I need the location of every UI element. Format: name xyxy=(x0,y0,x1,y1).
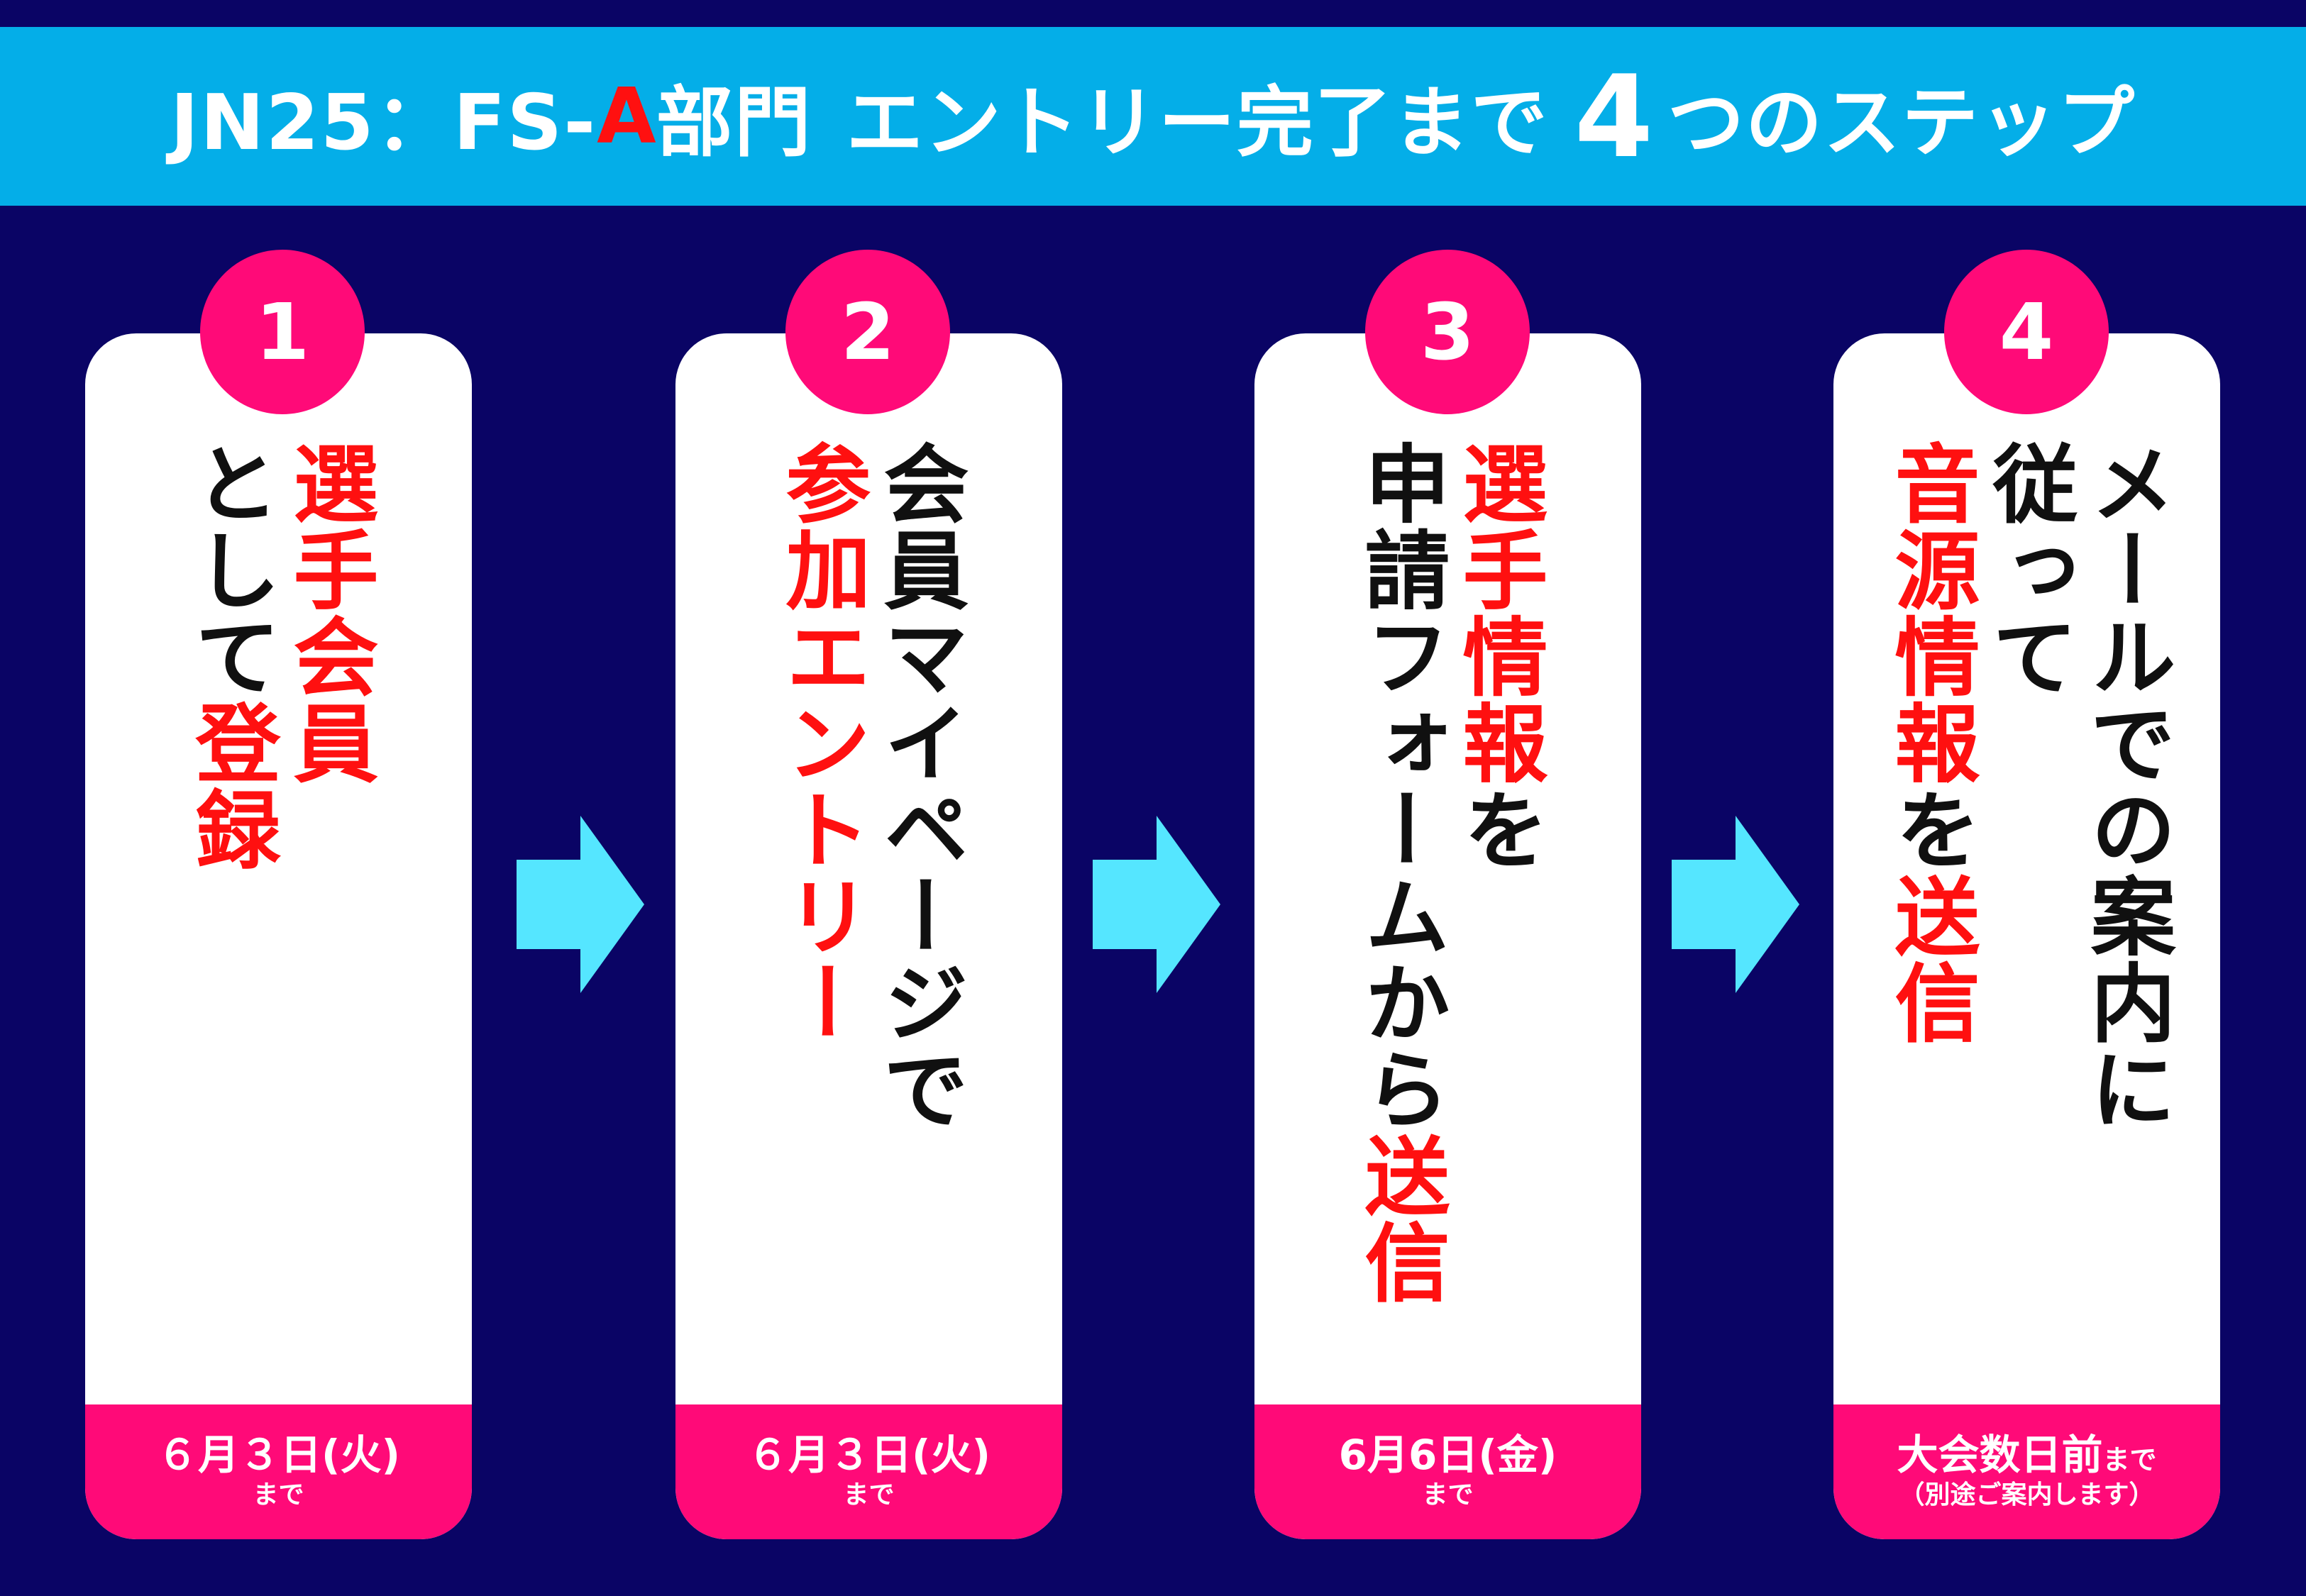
step-2-card: 会員マイページで参加エントリー ６月３日(火) まで xyxy=(675,333,1062,1539)
title-accent: A xyxy=(597,72,656,161)
arrow-right-icon xyxy=(1672,816,1799,993)
step-4-card: メールでの案内に従って音源情報を送信 大会数日前まで （別途ご案内します） xyxy=(1833,333,2220,1539)
step-text-column: 会員マイページで xyxy=(869,440,968,1132)
step-3-card: 選手情報を申請フォームから送信 6月6日(金) まで xyxy=(1254,333,1641,1539)
title-division: 部門 xyxy=(656,79,812,167)
step-text-column: 申請フォームから送信 xyxy=(1350,440,1449,1305)
step-text: を xyxy=(1447,786,1547,872)
step-text-column: 参加エントリー xyxy=(771,440,870,1046)
step-text-highlight: 送信 xyxy=(1880,872,1979,1046)
title-end: つのステップ xyxy=(1667,79,2136,167)
step-text: 従って xyxy=(1977,440,2077,699)
step-text-column: 選手会員 xyxy=(279,440,377,786)
step-3-badge: 3 xyxy=(1365,250,1530,414)
step-text-column: 従って xyxy=(1978,440,2077,699)
step-text: メールでの案内に xyxy=(2075,440,2175,1132)
step-body: メールでの案内に従って音源情報を送信 xyxy=(1833,440,2220,1404)
step-number: 3 xyxy=(1420,287,1475,377)
deadline-sub: まで xyxy=(1422,1480,1474,1509)
deadline-sub: （別途ご案内します） xyxy=(1899,1480,2155,1509)
step-body: 選手会員として登録 xyxy=(85,440,472,1404)
deadline-date: ６月３日(火) xyxy=(156,1431,401,1480)
step-body: 選手情報を申請フォームから送信 xyxy=(1254,440,1641,1404)
title-number: 4 xyxy=(1574,50,1654,183)
step-number: 1 xyxy=(255,287,310,377)
step-deadline: ６月３日(火) まで xyxy=(85,1404,472,1539)
step-1-card: 選手会員として登録 ６月３日(火) まで xyxy=(85,333,472,1539)
step-text-highlight: 参加エントリー xyxy=(771,440,870,1046)
step-deadline: ６月３日(火) まで xyxy=(675,1404,1062,1539)
deadline-date-suffix: まで xyxy=(2102,1444,2157,1476)
step-number: 4 xyxy=(1999,287,2054,377)
step-text-highlight: 登録 xyxy=(180,699,280,872)
step-text: を xyxy=(1880,786,1979,872)
step-text: として xyxy=(180,440,280,699)
step-1-badge: 1 xyxy=(200,250,365,414)
deadline-sub: まで xyxy=(843,1480,895,1509)
deadline-date-main: 大会数日前 xyxy=(1897,1431,2103,1480)
step-text: 会員マイページで xyxy=(868,440,968,1132)
deadline-sub: まで xyxy=(253,1480,304,1509)
title-after: エントリー完了まで xyxy=(846,79,1549,167)
deadline-date: ６月３日(火) xyxy=(746,1431,991,1480)
step-text-highlight: 選手会員 xyxy=(278,440,377,786)
step-2-badge: 2 xyxy=(785,250,950,414)
step-text-highlight: 音源情報 xyxy=(1880,440,1979,786)
deadline-date: 6月6日(金) xyxy=(1338,1431,1557,1480)
step-number: 2 xyxy=(840,287,895,377)
step-text-highlight: 送信 xyxy=(1350,1132,1449,1305)
arrow-right-icon xyxy=(1093,816,1220,993)
arrow-right-icon xyxy=(517,816,644,993)
step-text: 申請フォームから xyxy=(1350,440,1449,1132)
step-deadline: 大会数日前まで （別途ご案内します） xyxy=(1833,1404,2220,1539)
step-text-column: 音源情報を送信 xyxy=(1880,440,1979,1046)
title-prefix: JN25：FS- xyxy=(170,79,597,167)
step-text-highlight: 選手情報 xyxy=(1447,440,1547,786)
step-body: 会員マイページで参加エントリー xyxy=(675,440,1062,1404)
step-text-column: として登録 xyxy=(181,440,280,872)
deadline-date: 大会数日前まで xyxy=(1897,1431,2156,1479)
step-text-column: メールでの案内に xyxy=(2076,440,2175,1132)
step-text-column: 選手情報を xyxy=(1448,440,1547,872)
step-deadline: 6月6日(金) まで xyxy=(1254,1404,1641,1539)
step-4-badge: 4 xyxy=(1944,250,2109,414)
